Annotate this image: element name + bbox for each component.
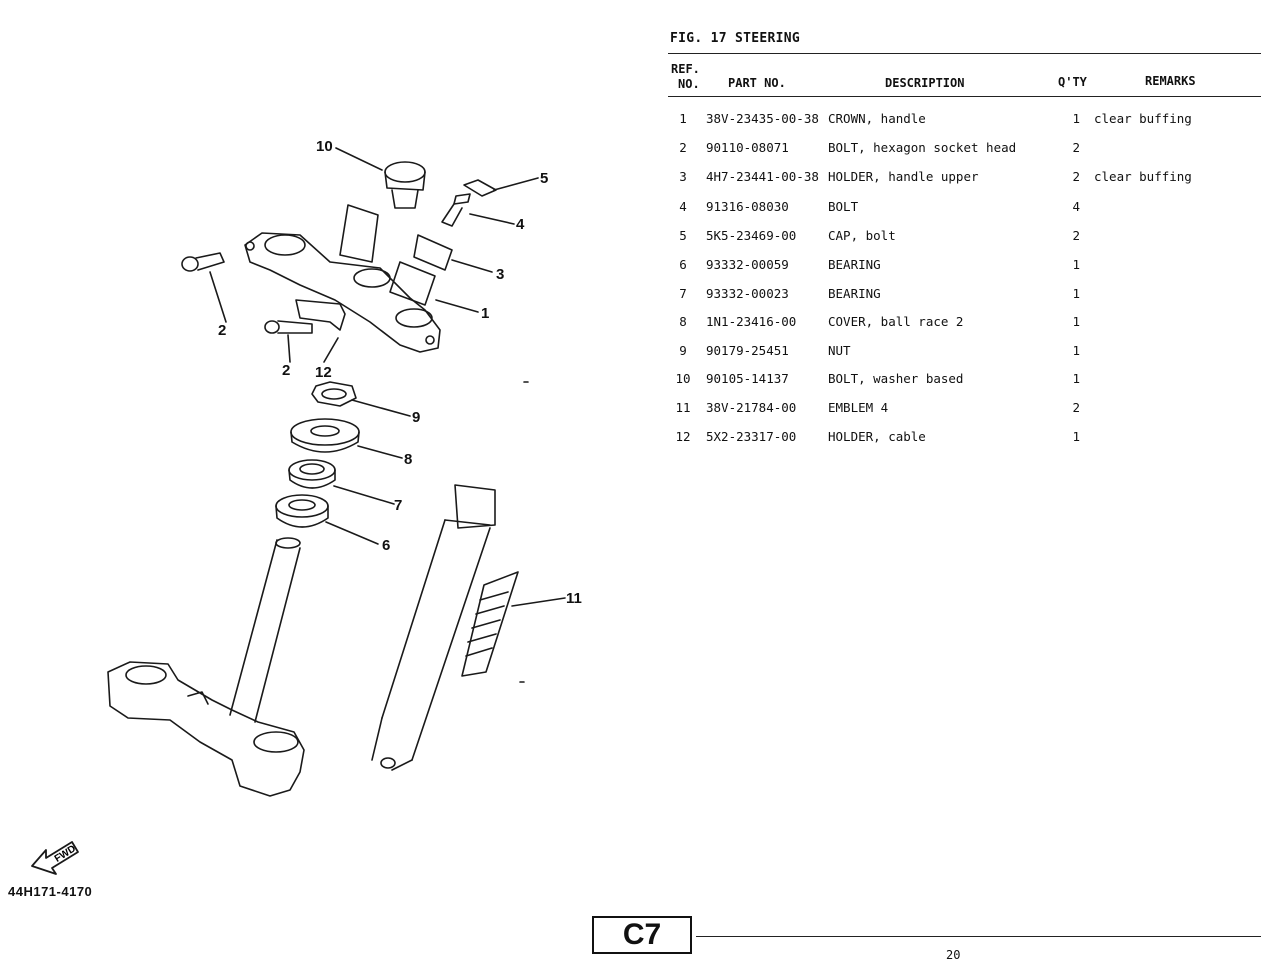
table-row: 12 5X2-23317-00 HOLDER, cable 1	[0, 429, 1265, 449]
qty-cell: 2	[1072, 169, 1080, 184]
description-cell: CROWN, handle	[828, 111, 926, 126]
table-row: 5 5K5-23469-00 CAP, bolt 2	[0, 228, 1265, 248]
qty-cell: 1	[1072, 371, 1080, 386]
part-no-cell: 90110-08071	[706, 140, 789, 155]
table-row: 8 1N1-23416-00 COVER, ball race 2 1	[0, 314, 1265, 334]
callout-label: 12	[315, 364, 332, 381]
part-no-cell: 91316-08030	[706, 199, 789, 214]
callout-label: 8	[404, 451, 413, 468]
remarks-cell: clear buffing	[1094, 111, 1192, 126]
part-no-cell: 90179-25451	[706, 343, 789, 358]
description-cell: COVER, ball race 2	[828, 314, 964, 329]
callout-label: 3	[496, 266, 505, 283]
footer-rule	[696, 936, 1261, 937]
table-row: 11 38V-21784-00 EMBLEM 4 2	[0, 400, 1265, 420]
callout-label: 9	[412, 409, 421, 426]
table-row: 4 91316-08030 BOLT 4	[0, 199, 1265, 219]
part-no-cell: 1N1-23416-00	[706, 314, 797, 329]
part-no-cell: 5X2-23317-00	[706, 429, 797, 444]
figure-title: FIG. 17 STEERING	[670, 31, 801, 46]
forward-arrow-icon: FWD	[31, 841, 79, 875]
ref-cell: 2	[679, 140, 687, 155]
table-row: 1 38V-23435-00-38 CROWN, handle 1 clear buff…	[0, 111, 1265, 131]
exploded-diagram: 10 5 4 3 1 2 2 12 9 8 7 6 11 FWD 44H171-…	[8, 138, 582, 899]
callout-label: 11	[566, 590, 582, 607]
part-no-cell: 93332-00023	[706, 286, 789, 301]
part-no-cell: 90105-14137	[706, 371, 789, 386]
qty-cell: 1	[1072, 257, 1080, 272]
ref-cell: 12	[675, 429, 691, 444]
description-cell: BOLT, hexagon socket head	[828, 140, 1017, 155]
description-cell: BOLT	[828, 199, 859, 214]
qty-cell: 1	[1072, 286, 1080, 301]
remarks-cell: clear buffing	[1094, 169, 1192, 184]
table-row: 9 90179-25451 NUT 1	[0, 343, 1265, 363]
callout-label: 5	[540, 170, 549, 187]
steering-assembly-drawing	[107, 147, 566, 797]
qty-cell: 2	[1072, 228, 1080, 243]
drawing-code: 44H171-4170	[8, 884, 93, 899]
table-row: 2 90110-08071 BOLT, hexagon socket head 2	[0, 140, 1265, 160]
qty-cell: 4	[1072, 199, 1080, 214]
description-cell: BOLT, washer based	[828, 371, 964, 386]
table-row: 6 93332-00059 BEARING 1	[0, 257, 1265, 277]
ref-cell: 4	[679, 199, 687, 214]
ref-cell: 5	[679, 228, 687, 243]
qty-cell: 2	[1072, 140, 1080, 155]
description-cell: CAP, bolt	[828, 228, 896, 243]
description-cell: HOLDER, cable	[828, 429, 926, 444]
ref-cell: 1	[679, 111, 687, 126]
part-no-cell: 4H7-23441-00-38	[706, 169, 819, 184]
qty-cell: 1	[1072, 343, 1080, 358]
description-cell: BEARING	[828, 257, 881, 272]
callout-label: 10	[316, 138, 333, 155]
callout-label: 7	[394, 497, 403, 514]
description-cell: BEARING	[828, 286, 881, 301]
table-top-rule	[668, 53, 1261, 54]
part-no-cell: 38V-23435-00-38	[706, 111, 819, 126]
table-row: 7 93332-00023 BEARING 1	[0, 286, 1265, 306]
part-no-cell: 38V-21784-00	[706, 400, 797, 415]
description-cell: NUT	[828, 343, 851, 358]
description-cell: EMBLEM 4	[828, 400, 889, 415]
qty-cell: 1	[1072, 429, 1080, 444]
header-ref-no: REF. NO.	[671, 62, 700, 92]
callout-label: 1	[481, 305, 490, 322]
table-row: 10 90105-14137 BOLT, washer based 1	[0, 371, 1265, 391]
header-bottom-rule	[668, 96, 1261, 97]
section-badge: C7	[592, 916, 692, 954]
ref-cell: 3	[679, 169, 687, 184]
qty-cell: 2	[1072, 400, 1080, 415]
callout-label: 2	[218, 322, 227, 339]
qty-cell: 1	[1072, 314, 1080, 329]
callout-label: 4	[516, 216, 525, 233]
header-remarks: REMARKS	[1145, 74, 1196, 88]
ref-cell: 9	[679, 343, 687, 358]
callout-label: 2	[282, 362, 291, 379]
page-number: 20	[946, 948, 961, 962]
ref-cell: 6	[679, 257, 687, 272]
part-no-cell: 5K5-23469-00	[706, 228, 797, 243]
qty-cell: 1	[1072, 111, 1080, 126]
header-ref-line2: NO.	[678, 77, 700, 91]
ref-cell: 10	[675, 371, 691, 386]
ref-cell: 7	[679, 286, 687, 301]
header-description: DESCRIPTION	[885, 76, 965, 90]
table-row: 3 4H7-23441-00-38 HOLDER, handle upper 2 cle…	[0, 169, 1265, 189]
part-no-cell: 93332-00059	[706, 257, 789, 272]
callout-label: 6	[382, 537, 391, 554]
header-qty: Q'TY	[1058, 75, 1087, 89]
header-part-no: PART NO.	[728, 76, 786, 90]
ref-cell: 8	[679, 314, 687, 329]
ref-cell: 11	[675, 400, 691, 415]
description-cell: HOLDER, handle upper	[828, 169, 979, 184]
header-ref-line1: REF.	[671, 62, 700, 76]
